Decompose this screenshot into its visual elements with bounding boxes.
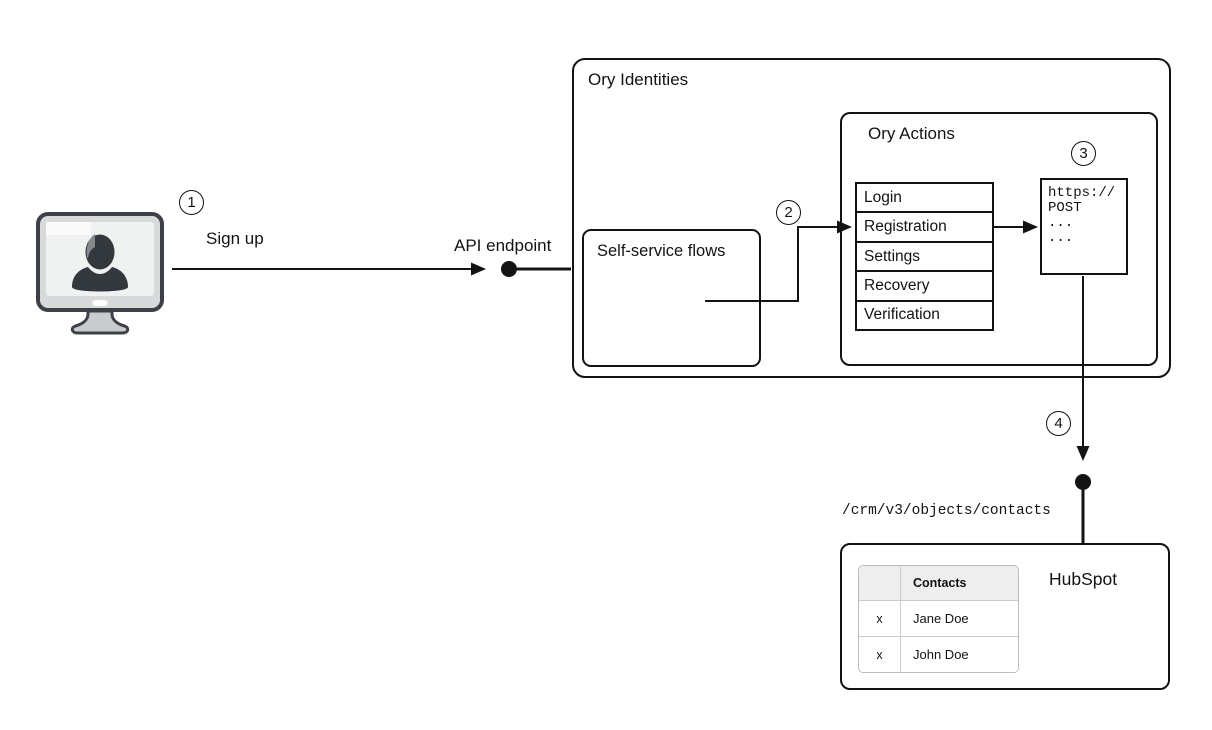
flow-row-settings: Settings xyxy=(857,242,992,273)
step-1-badge: 1 xyxy=(179,190,204,215)
sign-up-label: Sign up xyxy=(206,229,264,248)
flow-row-recovery: Recovery xyxy=(857,272,992,302)
contact-status-cell: x xyxy=(859,601,901,636)
self-service-flows-title: Self-service flows xyxy=(597,242,726,260)
code-line: ... xyxy=(1048,215,1074,231)
contacts-row: x Jane Doe xyxy=(859,601,1018,637)
screen-highlight xyxy=(46,222,91,235)
flow-row-registration: Registration xyxy=(857,213,992,243)
hubspot-arrowhead xyxy=(1076,446,1090,461)
self-service-flows-box: Self-service flows xyxy=(582,229,761,367)
hubspot-endpoint-dot xyxy=(1075,474,1091,490)
monitor-user-icon xyxy=(36,212,164,335)
step-3-badge: 3 xyxy=(1071,141,1096,166)
api-endpoint-label: API endpoint xyxy=(454,236,552,255)
monitor-stand xyxy=(70,309,130,335)
contacts-table-header: Contacts xyxy=(859,566,1018,601)
step-4-badge: 4 xyxy=(1046,411,1071,436)
step-2-badge: 2 xyxy=(776,200,801,225)
webhook-code-box: https:// POST ... ... xyxy=(1040,178,1128,275)
contacts-row: x John Doe xyxy=(859,637,1018,672)
contact-name-cell: Jane Doe xyxy=(913,611,969,626)
signup-arrowhead xyxy=(471,262,486,276)
contacts-table: Contacts x Jane Doe x John Doe xyxy=(858,565,1019,673)
hubspot-box: HubSpot Contacts x Jane Doe x John Doe xyxy=(840,543,1170,690)
code-line: https:// xyxy=(1048,185,1116,201)
crm-path-label: /crm/v3/objects/contacts xyxy=(842,503,1051,519)
contact-name-cell: John Doe xyxy=(913,647,969,662)
code-line: POST xyxy=(1048,200,1082,216)
ory-identities-title: Ory Identities xyxy=(588,70,689,89)
user-silhouette xyxy=(72,234,128,292)
flow-row-verification: Verification xyxy=(857,301,992,330)
contacts-header-label: Contacts xyxy=(913,576,967,590)
contacts-header-empty-cell xyxy=(859,566,901,600)
hubspot-title: HubSpot xyxy=(1049,569,1118,589)
code-line: ... xyxy=(1048,230,1074,246)
flows-table: Login Registration Settings Recovery Ver… xyxy=(855,182,994,331)
ory-actions-title: Ory Actions xyxy=(868,124,955,143)
flow-row-login: Login xyxy=(857,184,992,214)
contact-status-cell: x xyxy=(859,637,901,672)
api-endpoint-dot xyxy=(501,261,517,277)
monitor-button xyxy=(92,300,108,306)
